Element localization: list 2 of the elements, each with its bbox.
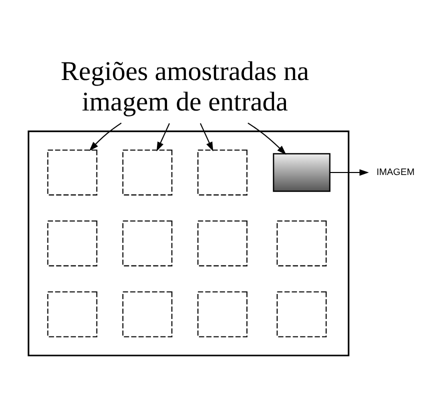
node-text: Regiões amostradas na imagem de entrada	[60, 56, 310, 116]
node-text: IMAGEM	[376, 166, 415, 176]
